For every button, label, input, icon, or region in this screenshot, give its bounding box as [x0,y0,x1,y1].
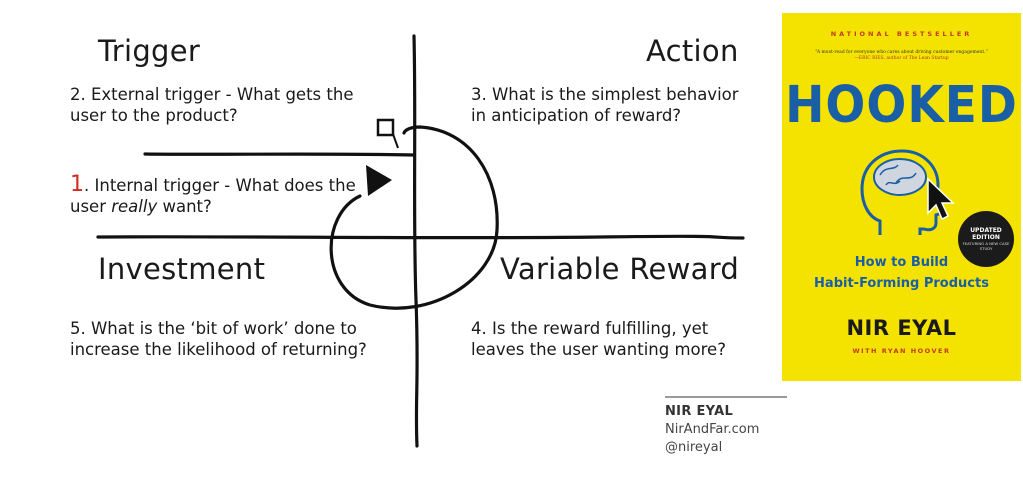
horizontal-axis [96,234,745,240]
badge-line2: EDITION [972,234,1000,241]
internal-trigger-number: 1 [70,172,84,197]
book-subtitle-line1: How to Build [854,255,949,270]
book-author: NIR EYAL [846,316,957,340]
book-subtitle-line2: Habit-Forming Products [814,276,989,291]
trigger-line [143,152,416,157]
action-text: 3. What is the simplest behavior in anti… [471,85,739,125]
internal-trigger-part1: . Internal trigger - What does the user [70,176,356,216]
cursor-arrow-icon [927,177,955,221]
badge-line1: UPDATED [970,227,1002,234]
credit-divider [665,396,787,398]
variable-reward-heading: Variable Reward [500,252,740,286]
trigger-square-icon [376,118,395,137]
book-quote: “A must-read for everyone who cares abou… [800,50,1003,62]
brain-head-icon [860,149,955,235]
action-heading: Action [646,34,739,68]
hooked-book-cover: NATIONAL BESTSELLER “A must-read for eve… [782,13,1021,381]
book-quote-attribution: —ERIC RIES, author of The Lean Startup [854,56,949,61]
investment-heading: Investment [98,252,266,286]
external-trigger-text: 2. External trigger - What gets the user… [70,85,354,125]
internal-trigger-part2: want? [157,197,212,216]
internal-trigger-text: 1. Internal trigger - What does the user… [70,174,360,217]
loop-arrowhead-icon [366,165,392,196]
book-subtitle: How to Build Habit-Forming Products [782,252,1021,294]
author-credit: NIR EYAL NirAndFar.com @nireyal [665,396,787,455]
updated-edition-badge: UPDATED EDITION FEATURING A NEW CASE STU… [958,211,1014,267]
credit-handle: @nireyal [665,440,723,455]
trigger-heading: Trigger [98,34,201,68]
hook-loop-circle [329,125,499,310]
book-title: HOOKED [785,75,1018,136]
vertical-axis [412,34,419,448]
credit-name: NIR EYAL [665,404,734,419]
credit-website: NirAndFar.com [665,422,760,437]
trigger-connector [392,133,399,149]
internal-trigger-emphasis: really [111,197,158,216]
book-quote-text: “A must-read for everyone who cares abou… [815,50,988,55]
investment-text: 5. What is the ‘bit of work’ done to inc… [70,319,367,359]
book-coauthor: WITH RYAN HOOVER [852,347,951,355]
book-banner: NATIONAL BESTSELLER [830,30,973,38]
variable-reward-text: 4. Is the reward fulfilling, yet leaves … [471,319,726,359]
badge-line3: FEATURING A NEW CASE STUDY [962,241,1010,251]
